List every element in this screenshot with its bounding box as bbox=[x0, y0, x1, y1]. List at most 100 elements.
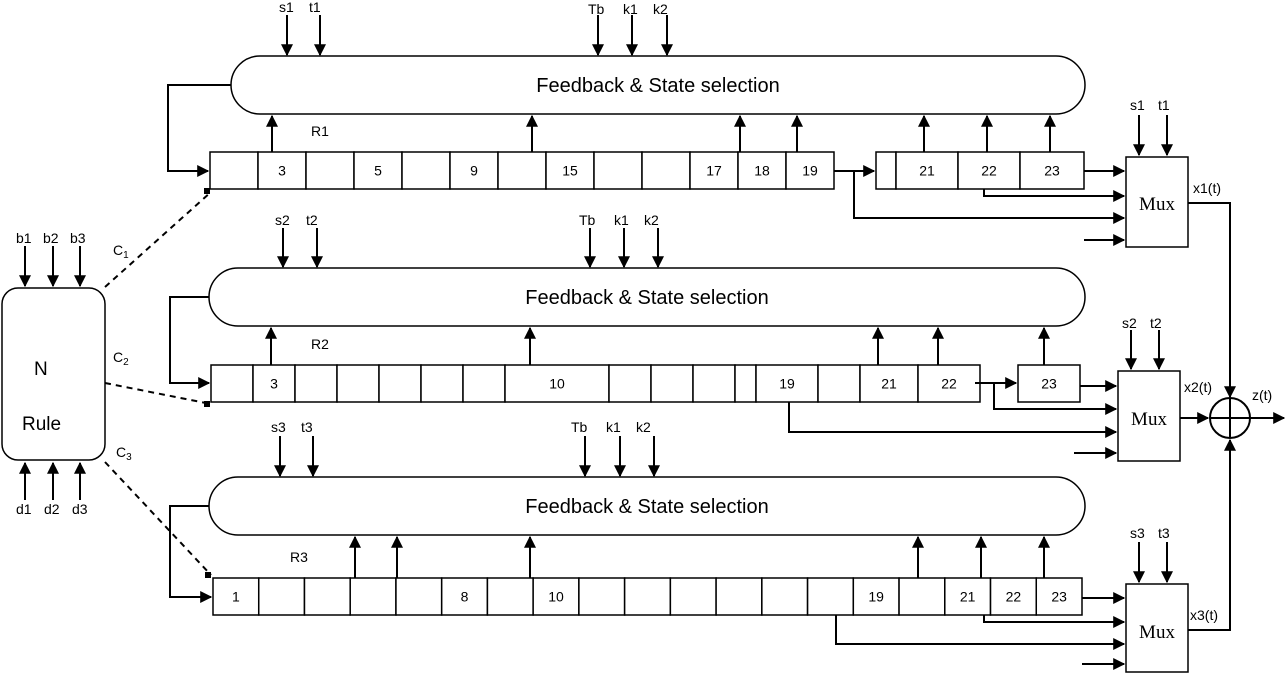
c2-connection bbox=[104, 382, 212, 405]
register-cell-label: 5 bbox=[374, 163, 382, 179]
rule-box bbox=[1, 287, 106, 461]
d1-label: d1 bbox=[16, 501, 32, 517]
c2-terminal bbox=[204, 401, 210, 407]
r3-k2-label: k2 bbox=[636, 419, 651, 435]
r3-tb-label: Tb bbox=[571, 419, 588, 435]
r2-s2-label: s2 bbox=[275, 212, 290, 228]
d3-label: d3 bbox=[72, 501, 88, 517]
register-cell bbox=[378, 364, 422, 403]
register-cell-label: 21 bbox=[960, 589, 976, 605]
register-cell bbox=[689, 151, 739, 190]
mux-1 bbox=[1125, 156, 1189, 248]
mux-2-output-label: x2(t) bbox=[1184, 379, 1212, 395]
c3-connection bbox=[104, 461, 212, 576]
n-rule-block: N Rule b1 b2 b3 d1 d2 d3 C1 C2 C3 bbox=[1, 188, 212, 578]
r2-k2-label: k2 bbox=[644, 212, 659, 228]
r3-name: R3 bbox=[290, 549, 308, 565]
register-cell-label: 23 bbox=[1051, 589, 1067, 605]
register-cell bbox=[210, 364, 254, 403]
register-cell-label: 3 bbox=[278, 163, 286, 179]
mux-3-output-label: x3(t) bbox=[1190, 607, 1218, 623]
r1-extra-cells: 21 22 23 bbox=[875, 151, 1085, 190]
register-cell bbox=[257, 577, 306, 616]
register-cell bbox=[608, 364, 652, 403]
r2-t2-label: t2 bbox=[306, 212, 318, 228]
register-cell-label: 18 bbox=[754, 163, 770, 179]
r1-mux-input bbox=[853, 171, 1126, 224]
register-cell bbox=[353, 151, 403, 190]
register-cell-label: 23 bbox=[1044, 163, 1060, 179]
register-cell-label: 21 bbox=[881, 376, 897, 392]
b3-label: b3 bbox=[70, 230, 86, 246]
register-cell-label: 22 bbox=[1006, 589, 1022, 605]
register-cell-label: 19 bbox=[802, 163, 818, 179]
register-cell-label: 22 bbox=[981, 163, 997, 179]
mux-2 bbox=[1117, 370, 1181, 462]
r1-name: R1 bbox=[311, 123, 329, 139]
register-cell bbox=[1035, 577, 1083, 616]
r3-feedback-loop bbox=[169, 505, 213, 603]
register-cell bbox=[623, 577, 672, 616]
r2-k1-label: k1 bbox=[614, 212, 629, 228]
b1-label: b1 bbox=[16, 230, 32, 246]
r1-feedback-loop bbox=[167, 84, 231, 177]
register-cell bbox=[692, 364, 736, 403]
register-cell-label: 9 bbox=[470, 163, 478, 179]
r1-tb-label: Tb bbox=[588, 1, 605, 17]
register-cell-label: 10 bbox=[549, 376, 565, 392]
mux-1-t-label: t1 bbox=[1158, 97, 1170, 113]
r2-feedback-label: Feedback & State selection bbox=[525, 287, 768, 309]
r1-s1-label: s1 bbox=[279, 0, 294, 15]
register-cell-label: 8 bbox=[461, 589, 469, 605]
register-r1: s1 t1 Tb k1 k2 Feedback & State selectio… bbox=[167, 0, 1236, 399]
register-cell bbox=[349, 577, 397, 616]
register-cell-label: 3 bbox=[270, 376, 278, 392]
c3-label: C3 bbox=[116, 444, 132, 463]
register-cell bbox=[395, 577, 443, 616]
r1-register-cells: 3 5 9 15 17 18 19 bbox=[209, 151, 835, 190]
r2-mux-input bbox=[993, 383, 1118, 415]
x3-to-xor bbox=[1188, 438, 1236, 631]
register-cell-label: 21 bbox=[919, 163, 935, 179]
rule-top-inputs: b1 b2 b3 bbox=[16, 230, 86, 288]
r2-top-inputs: s2 t2 Tb k1 k2 bbox=[275, 212, 664, 269]
register-cell bbox=[486, 577, 534, 616]
r2-feedback-loop bbox=[169, 296, 211, 389]
r3-top-inputs: s3 t3 Tb k1 k2 bbox=[271, 419, 660, 478]
mux-2-label: Mux bbox=[1131, 409, 1167, 430]
r3-mux-input bbox=[983, 615, 1126, 628]
mux-3-t-label: t3 bbox=[1158, 525, 1170, 541]
register-cell bbox=[859, 364, 919, 403]
register-r3: s3 t3 Tb k1 k2 Feedback & State selectio… bbox=[169, 419, 1236, 673]
r3-feedback-label: Feedback & State selection bbox=[525, 496, 768, 518]
r2-extra-cells: 23 bbox=[1017, 364, 1081, 403]
register-cell-label: 15 bbox=[562, 163, 578, 179]
register-cell bbox=[257, 151, 307, 190]
register-cell bbox=[875, 151, 897, 190]
register-cell-label: 17 bbox=[706, 163, 722, 179]
r2-mux-input bbox=[788, 402, 1118, 438]
r1-mux-input bbox=[983, 189, 1126, 202]
register-cell bbox=[852, 577, 900, 616]
register-cell bbox=[669, 577, 717, 616]
register-cell bbox=[336, 364, 380, 403]
register-cell bbox=[303, 577, 351, 616]
c1-terminal bbox=[204, 188, 210, 194]
z-output-label: z(t) bbox=[1252, 387, 1272, 403]
register-cell bbox=[212, 577, 260, 616]
register-cell bbox=[504, 364, 610, 403]
rule-label-n: N bbox=[34, 359, 48, 380]
register-cell bbox=[761, 577, 809, 616]
r3-t3-label: t3 bbox=[301, 419, 313, 435]
register-cell bbox=[641, 151, 691, 190]
mux-2-s-label: s2 bbox=[1122, 315, 1137, 331]
register-cell bbox=[957, 151, 1021, 190]
x1-to-xor bbox=[1188, 202, 1236, 399]
register-cell bbox=[497, 151, 547, 190]
register-cell bbox=[785, 151, 835, 190]
mux-3-label: Mux bbox=[1139, 622, 1175, 643]
r1-k2-label: k2 bbox=[653, 1, 668, 17]
register-cell-label: 22 bbox=[941, 376, 957, 392]
register-cell bbox=[1017, 364, 1081, 403]
register-cell bbox=[650, 364, 694, 403]
